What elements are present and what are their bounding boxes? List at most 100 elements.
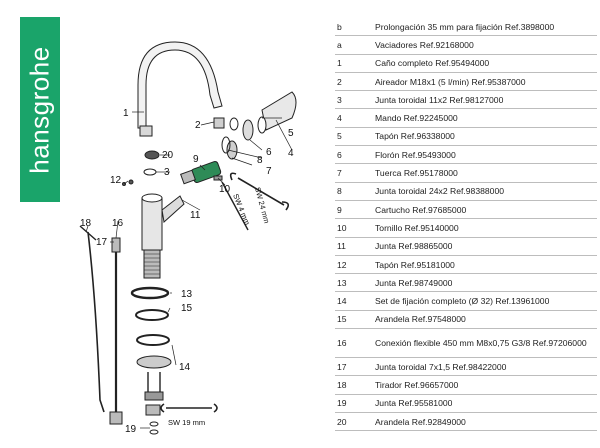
part-description: Prolongación 35 mm para fijación Ref.389… bbox=[375, 18, 597, 37]
nut-19 bbox=[145, 404, 161, 416]
callout-4: 4 bbox=[288, 148, 294, 159]
o-ring-part bbox=[229, 117, 239, 131]
rosette-part bbox=[242, 119, 254, 141]
part-key: a bbox=[335, 35, 375, 55]
part-description: Junta toroidal 7x1,5 Ref.98422000 bbox=[375, 357, 597, 377]
o-ring-small-part bbox=[143, 168, 157, 176]
part-key: 4 bbox=[335, 108, 375, 128]
callout-18: 18 bbox=[80, 218, 92, 229]
wrench-size-19: SW 19 mm bbox=[168, 418, 205, 427]
part-description: Caño completo Ref.95494000 bbox=[375, 54, 597, 73]
part-description: Junta Ref.98749000 bbox=[375, 273, 597, 293]
part-key: 5 bbox=[335, 127, 375, 147]
part-key: 16 bbox=[335, 328, 375, 359]
part-description: Cartucho Ref.97685000 bbox=[375, 200, 597, 220]
part-description: Tapón Ref.96338000 bbox=[375, 127, 597, 147]
callout-13: 13 bbox=[181, 289, 193, 300]
exploded-parts-diagram: 1 2 20 3 5 4 6 8 7 9 10 11 12 13 15 14 1… bbox=[79, 41, 297, 435]
part-key: 10 bbox=[335, 218, 375, 238]
part-key: 6 bbox=[335, 145, 375, 165]
part-description: Tapón Ref.95181000 bbox=[375, 255, 597, 275]
handle-part bbox=[261, 91, 297, 131]
part-key: 1 bbox=[335, 54, 375, 73]
part-description: Tirador Ref.96657000 bbox=[375, 375, 597, 395]
callout-16: 16 bbox=[112, 218, 124, 229]
callout-1: 1 bbox=[123, 108, 129, 119]
part-description: Tuerca Ref.95178000 bbox=[375, 163, 597, 183]
part-key: 2 bbox=[335, 72, 375, 92]
part-key: 11 bbox=[335, 237, 375, 256]
callout-14: 14 bbox=[179, 362, 191, 373]
part-key: 13 bbox=[335, 273, 375, 293]
wrench-24 bbox=[229, 172, 290, 211]
wrench-size-24: SW 24 mm bbox=[253, 186, 271, 224]
callout-9: 9 bbox=[193, 154, 199, 165]
lever-stub bbox=[161, 195, 185, 223]
part-description: Junta toroidal 11x2 Ref.98127000 bbox=[375, 90, 597, 110]
part-description: Tornillo Ref.95140000 bbox=[375, 218, 597, 238]
callout-11: 11 bbox=[190, 210, 201, 221]
spout-part bbox=[137, 41, 223, 129]
part-key: b bbox=[335, 18, 375, 37]
fixing-ring bbox=[136, 334, 170, 346]
part-key: 12 bbox=[335, 255, 375, 275]
callout-6: 6 bbox=[266, 147, 272, 158]
callout-19: 19 bbox=[125, 424, 137, 435]
threaded-rod bbox=[143, 249, 161, 279]
body-part bbox=[141, 197, 163, 251]
part-key: 17 bbox=[335, 357, 375, 377]
part-key: 18 bbox=[335, 375, 375, 395]
callout-17: 17 bbox=[96, 237, 108, 248]
hansgrohe-logo: hansgrohe bbox=[20, 17, 60, 202]
callout-10: 10 bbox=[219, 184, 231, 195]
part-key: 3 bbox=[335, 90, 375, 110]
o-ring-24-part bbox=[221, 136, 231, 154]
spout-base bbox=[139, 125, 153, 137]
callout-12: 12 bbox=[110, 175, 122, 186]
part-description: Conexión flexible 450 mm M8x0,75 G3/8 Re… bbox=[375, 328, 597, 359]
aerator-part bbox=[213, 117, 225, 129]
callout-2: 2 bbox=[195, 120, 201, 131]
part-key: 15 bbox=[335, 310, 375, 330]
part-description: Junta Ref.98865000 bbox=[375, 237, 597, 256]
fixing-plate bbox=[136, 355, 172, 369]
plug-part bbox=[257, 116, 267, 134]
callout-7: 7 bbox=[266, 166, 272, 177]
callout-5: 5 bbox=[288, 128, 294, 139]
callout-3: 3 bbox=[164, 167, 170, 178]
pull-rod bbox=[87, 231, 105, 413]
allen-key bbox=[221, 181, 249, 231]
part-description: Junta Ref.95581000 bbox=[375, 394, 597, 413]
part-key: 14 bbox=[335, 291, 375, 311]
washer-15 bbox=[135, 309, 169, 321]
part-key: 7 bbox=[335, 163, 375, 183]
wrench-19 bbox=[160, 403, 218, 413]
washer-part bbox=[144, 150, 160, 160]
part-description: Mando Ref.92245000 bbox=[375, 108, 597, 128]
part-key: 20 bbox=[335, 412, 375, 432]
callout-20: 20 bbox=[162, 150, 174, 161]
part-description: Arandela Ref.92849000 bbox=[375, 412, 597, 432]
callout-8: 8 bbox=[257, 155, 263, 166]
allen-key-size: SW 4 mm bbox=[231, 192, 252, 226]
